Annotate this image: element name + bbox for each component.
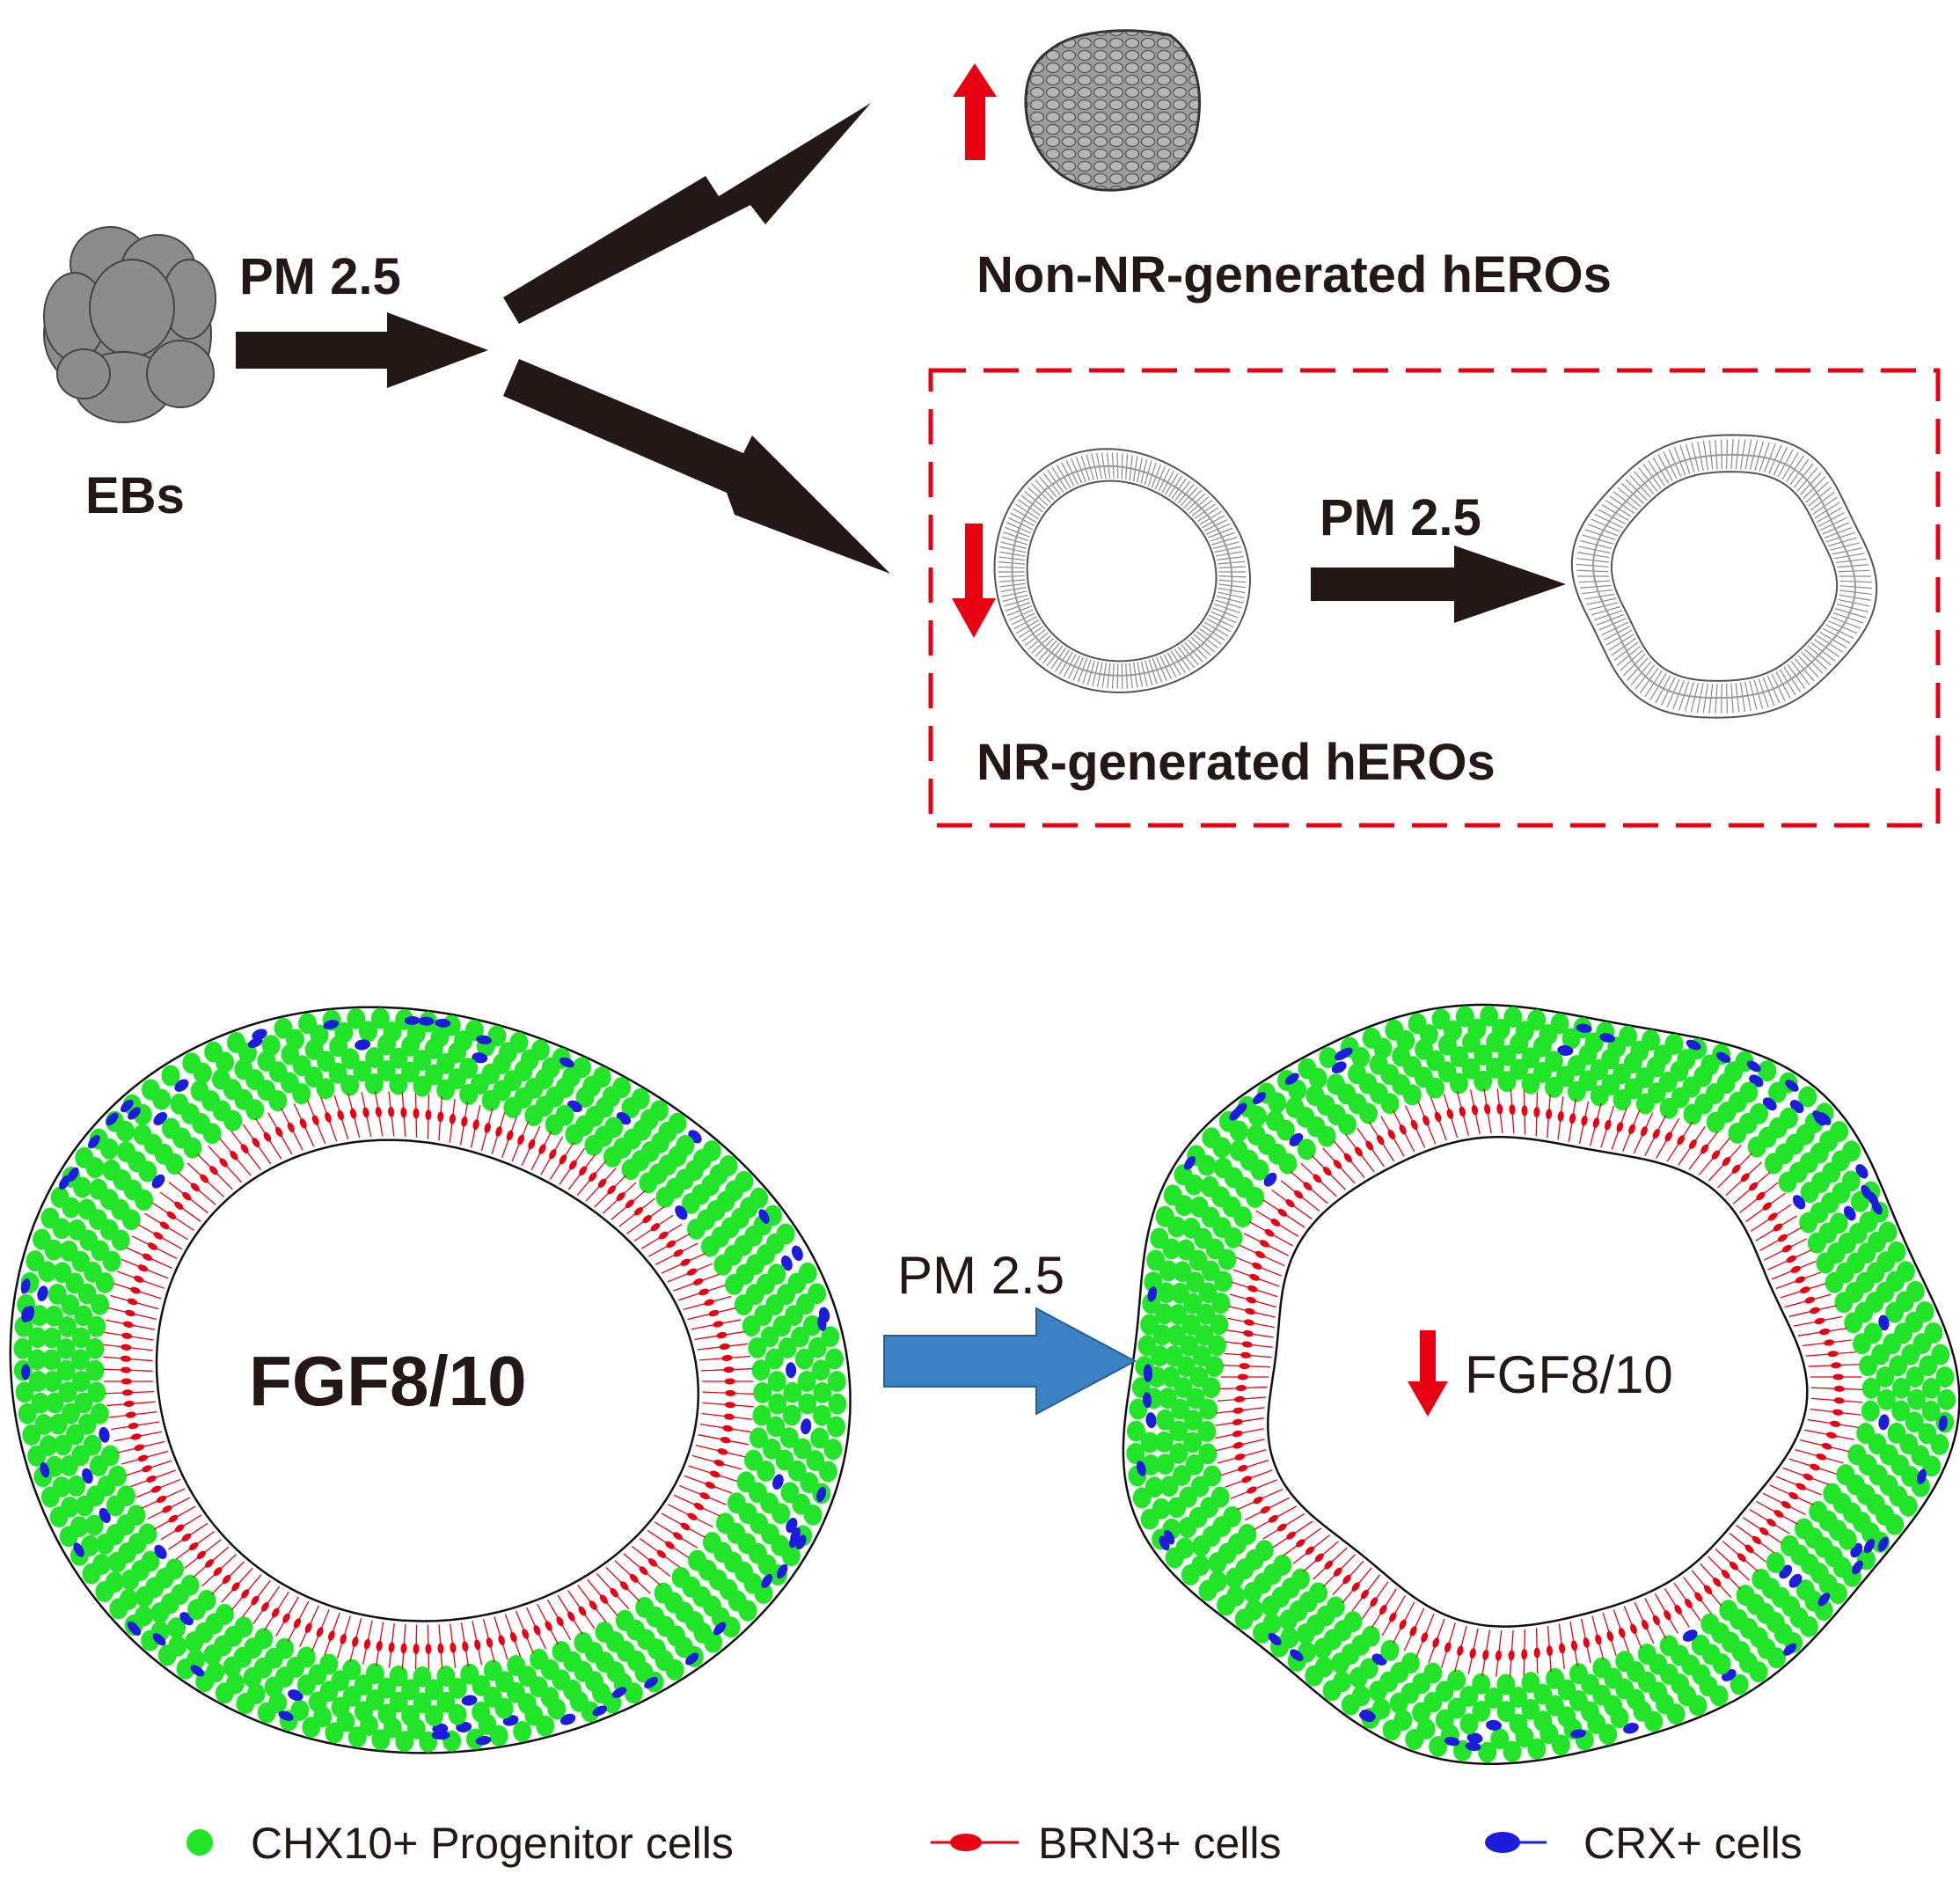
non-nr-organoid (1024, 29, 1201, 192)
fgf-marker-left: FGF8/10 (249, 1342, 527, 1420)
brn3-legend-icon (931, 1834, 1019, 1851)
nr-organoid-control (993, 448, 1252, 694)
nr-organoid-rings (993, 434, 1878, 719)
nr-pm-label: PM 2.5 (1320, 489, 1481, 546)
main-arrow (236, 312, 488, 388)
retina-cross-sections (9, 1003, 1960, 1766)
nr-label: NR-generated hEROs (976, 734, 1496, 791)
nr-pm-arrow (1311, 546, 1566, 623)
retina-pm-exposed (1122, 1003, 1960, 1766)
increase-arrow-icon (953, 63, 997, 160)
nr-organoid-pm (1570, 434, 1878, 719)
legend-chx10-label: CHX10+ Progenitor cells (251, 1819, 734, 1868)
pm-label-main: PM 2.5 (239, 248, 401, 305)
lower-branch-arrow (503, 359, 890, 574)
retina-control (9, 1006, 852, 1754)
legend-brn3-label: BRN3+ cells (1038, 1819, 1282, 1868)
pm-blue-arrow (883, 1307, 1137, 1416)
decrease-arrow-icon (952, 524, 996, 638)
eb-cluster-icon (43, 226, 216, 423)
nr-dashed-box (928, 368, 1941, 828)
pm-label-blue: PM 2.5 (897, 1246, 1065, 1305)
fgf-marker-right: FGF8/10 (1465, 1345, 1673, 1404)
crx-legend-icon (1485, 1832, 1547, 1853)
upper-branch-arrow (503, 103, 871, 324)
chx10-legend-icon (186, 1829, 213, 1856)
eb-label: EBs (85, 467, 185, 524)
non-nr-label: Non-NR-generated hEROs (976, 246, 1612, 304)
decrease-arrow-icon (1408, 1330, 1448, 1417)
legend-crx-label: CRX+ cells (1583, 1819, 1803, 1868)
